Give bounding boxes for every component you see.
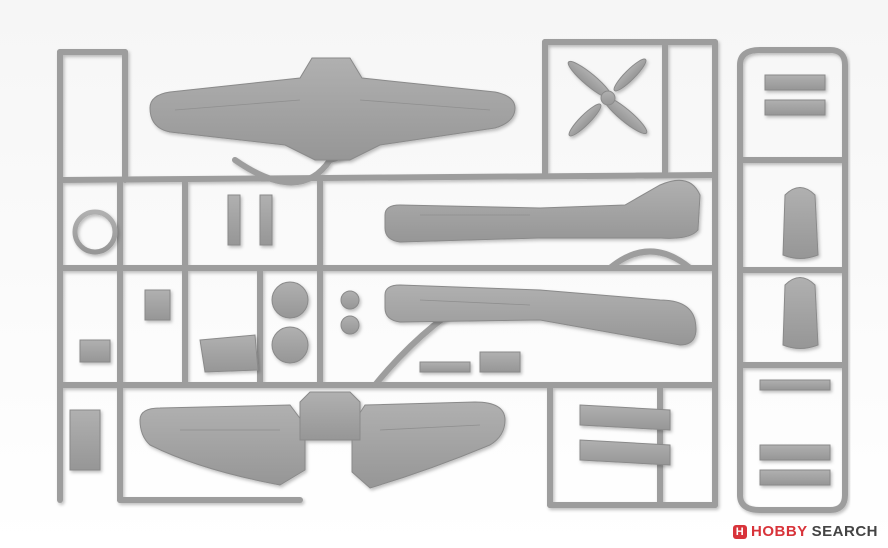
strut-part <box>259 194 273 246</box>
small-detail-part <box>69 409 101 471</box>
watermark-brand-part2: SEARCH <box>811 523 878 540</box>
wheel-part <box>759 469 831 486</box>
exhaust-part <box>764 99 826 116</box>
cowling-ring-part <box>72 209 118 255</box>
engine-cylinder-part <box>271 281 360 364</box>
panel-line-details <box>174 99 531 431</box>
horizontal-stabilizer-part <box>782 277 819 349</box>
wheel-part <box>759 444 831 461</box>
hobby-search-logo-icon: H <box>732 524 747 539</box>
exhaust-part <box>764 74 826 91</box>
lower-wing-left-part <box>139 404 306 486</box>
horizontal-stabilizer-part <box>782 187 819 259</box>
antenna-part <box>759 379 831 391</box>
lower-wing-right-part <box>351 401 506 489</box>
instrument-panel-part <box>79 339 111 363</box>
strut-part <box>227 194 241 246</box>
cockpit-floor-part <box>199 334 259 373</box>
landing-gear-cover-part <box>579 404 671 431</box>
secondary-sprue-frame <box>737 47 848 513</box>
watermark-brand-part1: HOBBY <box>750 523 808 540</box>
fuselage-half-lower-part <box>384 284 697 346</box>
propeller-part <box>567 58 648 137</box>
wing-center-section-part <box>299 391 361 441</box>
upper-wing-part <box>149 57 516 161</box>
small-detail-part <box>479 351 521 373</box>
watermark: H HOBBY SEARCH <box>732 523 878 540</box>
landing-gear-cover-part <box>579 439 671 466</box>
kit-parts <box>69 57 831 489</box>
fuselage-half-upper-part <box>384 179 701 243</box>
seat-part <box>144 289 171 321</box>
small-detail-part <box>419 361 471 373</box>
